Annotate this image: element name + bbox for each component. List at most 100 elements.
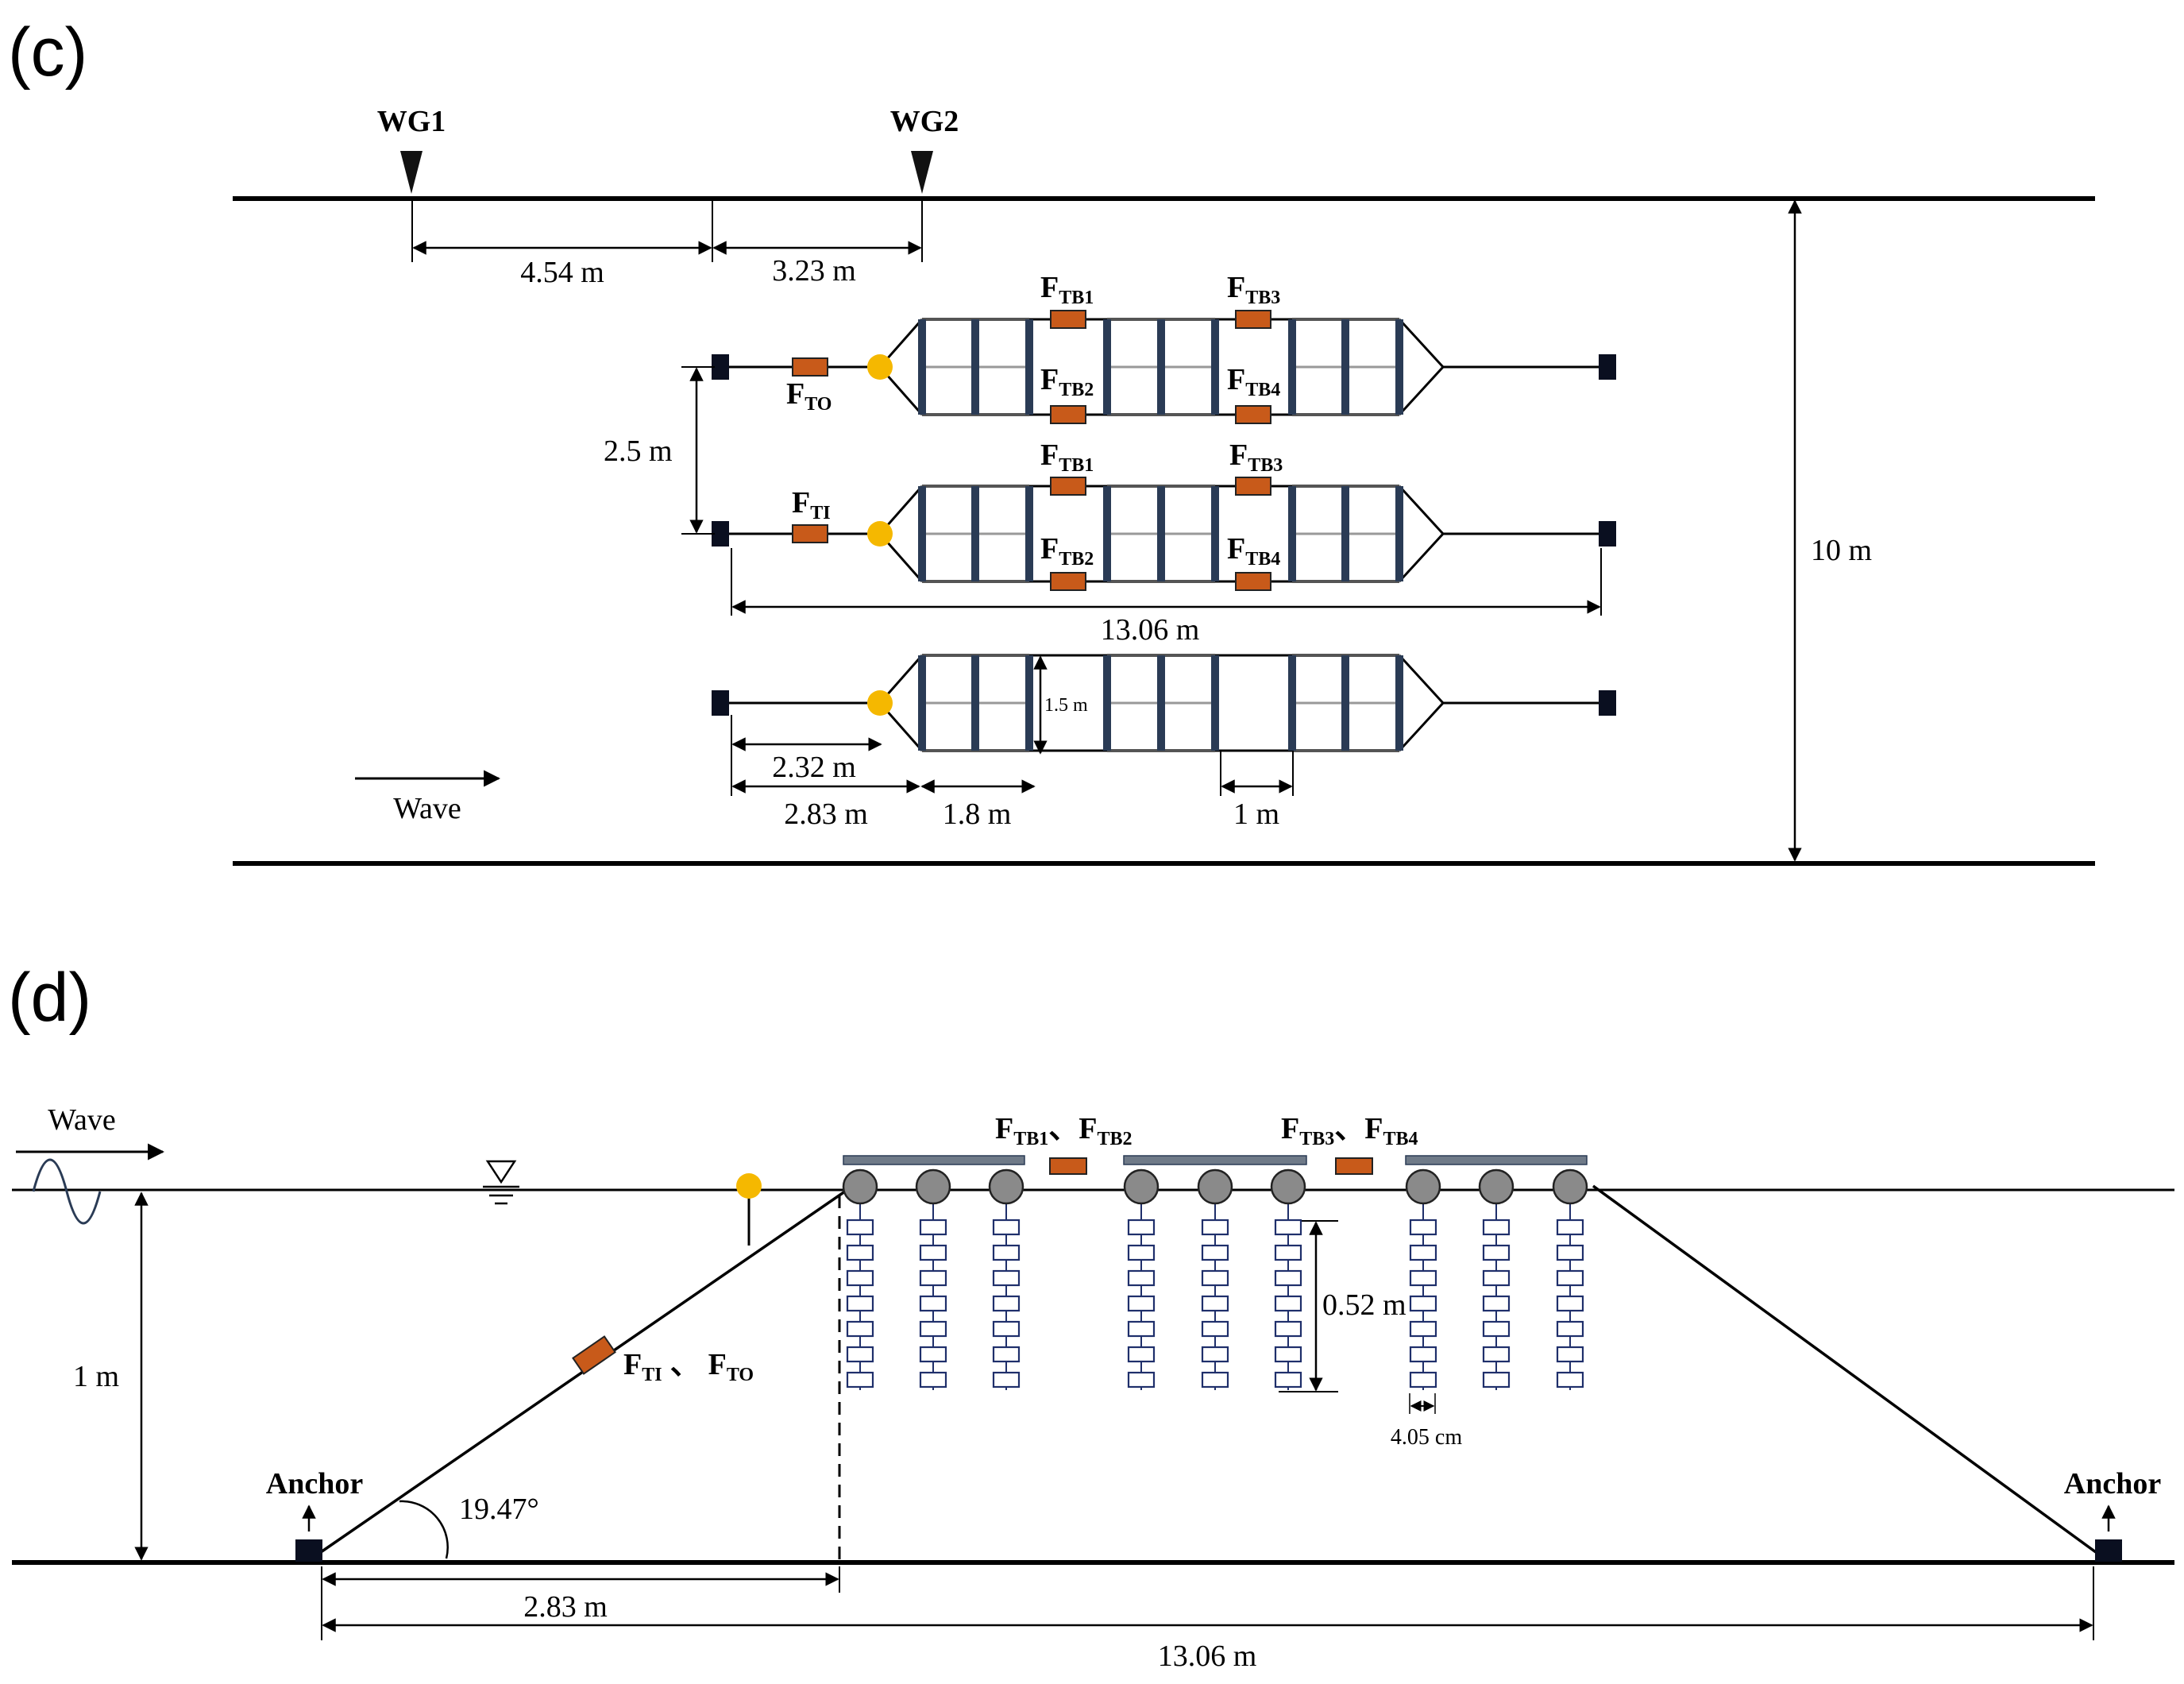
buoy-icon	[867, 354, 893, 380]
net-mesh-cell	[1409, 1244, 1437, 1261]
float-ring	[915, 1168, 951, 1205]
tension-sensor-icon	[1050, 405, 1086, 424]
anchor-icon	[295, 1539, 322, 1562]
net-mesh-cell	[1482, 1219, 1511, 1236]
dim-angle: 19.47°	[459, 1493, 539, 1526]
net-mesh-cell	[846, 1295, 874, 1312]
net-mesh-cell	[1556, 1371, 1584, 1389]
net-mesh-cell	[1409, 1269, 1437, 1287]
force-label-fti-fto: FTI、FTO	[623, 1348, 754, 1385]
dim-total-length: 13.06 m	[1158, 1640, 1257, 1673]
float-pipe	[971, 319, 979, 415]
dim-line-b: 2.83 m	[784, 798, 868, 831]
float-pipe	[971, 486, 979, 581]
net-mesh-cell	[1274, 1371, 1302, 1389]
cage-row	[712, 654, 1616, 752]
net-mesh-cell	[1127, 1371, 1156, 1389]
float-pipe	[1103, 655, 1111, 751]
net-mesh-cell	[1201, 1244, 1229, 1261]
panel-d-lines	[12, 1143, 2174, 1640]
net-mesh-cell	[1274, 1244, 1302, 1261]
mooring-line-left	[307, 1184, 854, 1562]
float-ring	[988, 1168, 1024, 1205]
net-mesh-cell	[919, 1371, 947, 1389]
float-pipe	[1288, 319, 1296, 415]
tension-sensor-icon	[1049, 1157, 1087, 1175]
net-mesh-cell	[1274, 1269, 1302, 1287]
float-pipe	[1395, 486, 1403, 581]
tension-sensor-icon	[792, 357, 828, 377]
dim-total-length: 13.06 m	[1101, 613, 1200, 647]
bridle-line	[1398, 485, 1445, 583]
tension-sensor-icon	[1050, 572, 1086, 591]
walkway-pipe	[843, 1155, 1025, 1165]
net-mesh-cell	[846, 1346, 874, 1363]
net-mesh-cell	[1201, 1295, 1229, 1312]
net-mesh-cell	[1409, 1320, 1437, 1338]
float-pipe	[1395, 319, 1403, 415]
anchor-icon	[1599, 521, 1616, 547]
net-mesh-cell	[846, 1219, 874, 1236]
force-label-ftb1-ftb2: FTB1、FTB2	[995, 1112, 1132, 1149]
tension-sensor-icon	[1050, 310, 1086, 329]
net-mesh-cell	[919, 1269, 947, 1287]
net-mesh-cell	[919, 1320, 947, 1338]
anchor-icon	[1599, 690, 1616, 716]
tension-sensor-icon	[1335, 1157, 1373, 1175]
net-mesh-cell	[1201, 1320, 1229, 1338]
buoy-icon	[867, 521, 893, 547]
tension-sensor-icon	[1235, 310, 1271, 329]
bridle-line	[1398, 318, 1445, 416]
float-pipe	[1341, 486, 1349, 581]
float-ring	[1405, 1168, 1441, 1205]
cage-row	[712, 310, 1616, 424]
net-mesh-cell	[1556, 1244, 1584, 1261]
float-pipe	[1288, 486, 1296, 581]
net-mesh-cell	[992, 1295, 1021, 1312]
tension-sensor-icon	[1235, 405, 1271, 424]
force-label-ftb1: FTB1	[1040, 438, 1094, 476]
anchor-icon	[712, 521, 729, 547]
force-label-ftb2: FTB2	[1040, 532, 1094, 570]
panel-d-labels: (d) Wave 1 m 19.47° 2.83 m 13.06 m 0.52 …	[8, 960, 2161, 1673]
panel-c-label: (c)	[8, 14, 87, 91]
force-label-ftb4: FTB4	[1227, 532, 1280, 570]
anchor-icon	[712, 690, 729, 716]
dim-module-width: 1.5 m	[1044, 695, 1088, 716]
force-label-fto: FTO	[786, 377, 832, 415]
float-ring	[1552, 1168, 1588, 1205]
anchor-icon	[712, 354, 729, 380]
float-pipe	[1103, 486, 1111, 581]
net-mesh-cell	[1127, 1320, 1156, 1338]
float-pipe	[1157, 486, 1165, 581]
net-mesh-cell	[919, 1295, 947, 1312]
bridle-line	[1398, 654, 1445, 752]
net-mesh-cell	[919, 1244, 947, 1261]
float-pipe	[918, 319, 926, 415]
anchor-icon	[2095, 1539, 2122, 1562]
net-mesh-cell	[1409, 1295, 1437, 1312]
net-mesh-cell	[1127, 1244, 1156, 1261]
float-pipe	[1211, 319, 1219, 415]
force-label-ftb4: FTB4	[1227, 363, 1280, 400]
float-pipe	[1103, 319, 1111, 415]
float-pipe	[918, 655, 926, 751]
net-mesh-cell	[992, 1320, 1021, 1338]
dim-horizontal: 2.83 m	[523, 1590, 608, 1624]
wave-icon	[32, 1158, 102, 1225]
panel-d-label: (d)	[8, 960, 91, 1036]
net-mesh-cell	[992, 1371, 1021, 1389]
dim-net-depth: 0.52 m	[1322, 1288, 1406, 1322]
net-mesh-cell	[1274, 1219, 1302, 1236]
net-mesh-cell	[1201, 1269, 1229, 1287]
dim-gap: 1 m	[1233, 798, 1279, 831]
float-ring	[842, 1168, 878, 1205]
float-ring	[1197, 1168, 1233, 1205]
net-mesh-cell	[1274, 1295, 1302, 1312]
force-label-ftb3: FTB3	[1227, 271, 1280, 308]
net-mesh-cell	[919, 1346, 947, 1363]
force-label-ftb3: FTB3	[1229, 438, 1283, 476]
float-pipe	[1025, 319, 1033, 415]
